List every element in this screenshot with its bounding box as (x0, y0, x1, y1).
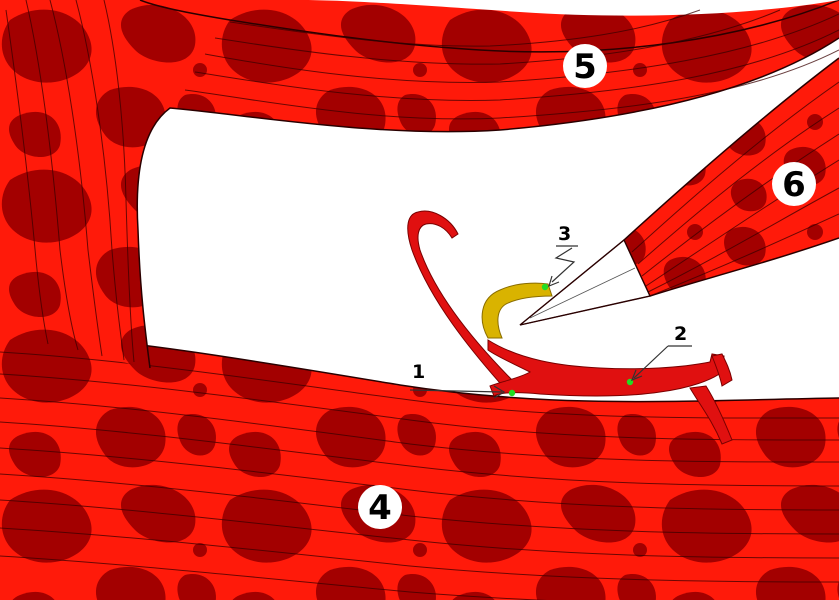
number-4: 4 (368, 488, 392, 528)
pointer-1 (409, 385, 506, 399)
point-1-marker (508, 389, 516, 397)
number-badge-5: 5 (563, 44, 607, 88)
number-badge-4: 4 (358, 485, 402, 529)
number-badge-6: 6 (772, 162, 816, 206)
label-1: 1 (412, 361, 425, 383)
label-2: 2 (674, 323, 687, 345)
pointer-2 (630, 345, 692, 382)
tendon-3 (481, 282, 553, 339)
pointer-3 (548, 245, 578, 288)
number-6: 6 (782, 165, 806, 205)
label-3: 3 (558, 223, 571, 245)
blood-vessel (407, 210, 733, 445)
number-5: 5 (573, 47, 597, 87)
point-3-marker (541, 283, 549, 291)
muscle-5 (0, 0, 839, 369)
muscle-6 (519, 57, 839, 326)
